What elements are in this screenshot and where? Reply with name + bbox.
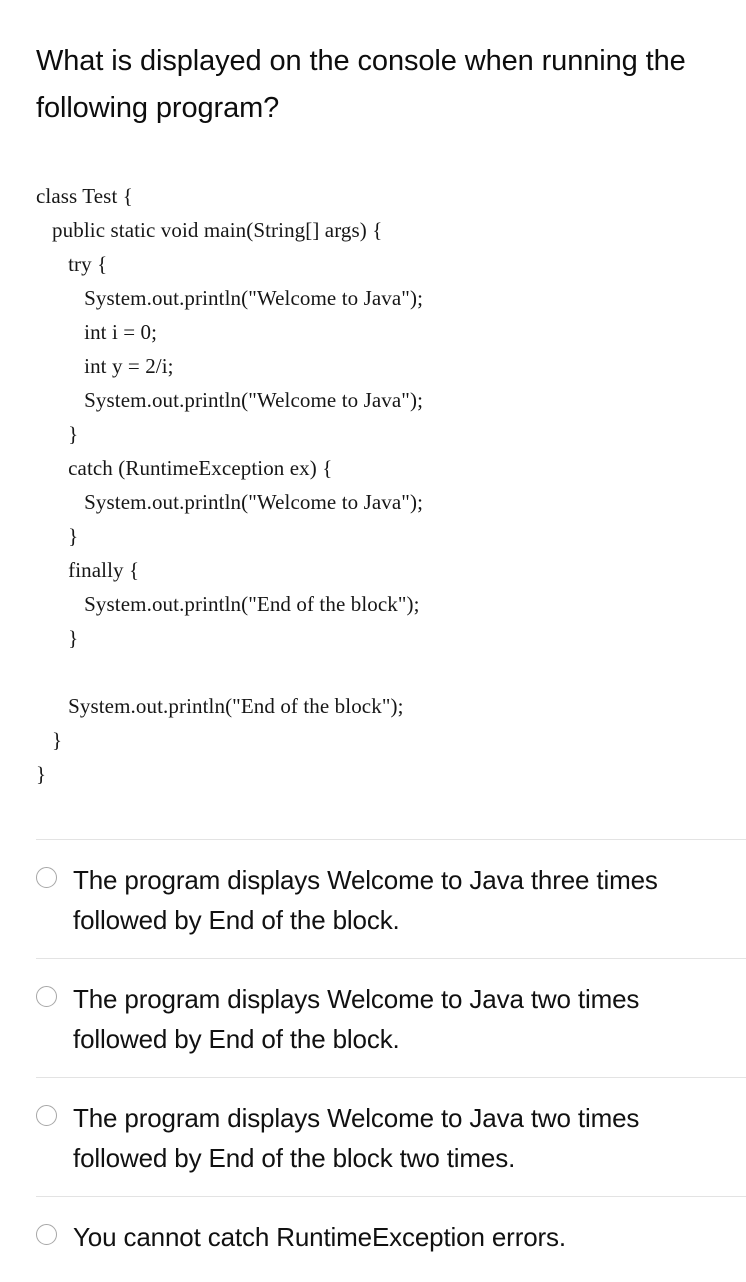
code-line: } [36, 422, 79, 446]
answer-option-b[interactable]: The program displays Welcome to Java two… [0, 959, 746, 1077]
code-line: System.out.println("Welcome to Java"); [36, 388, 424, 412]
answer-option-a[interactable]: The program displays Welcome to Java thr… [0, 840, 746, 958]
code-listing: class Test { public static void main(Str… [36, 179, 726, 791]
option-separator [36, 958, 746, 959]
question-prompt: What is displayed on the console when ru… [36, 45, 686, 124]
code-line [36, 655, 726, 689]
option-separator [36, 1077, 746, 1078]
code-line: System.out.println("Welcome to Java"); [36, 490, 424, 514]
radio-button-icon[interactable] [36, 986, 57, 1007]
code-line: System.out.println("End of the block"); [36, 694, 404, 718]
radio-button-icon[interactable] [36, 867, 57, 888]
code-line: public static void main(String[] args) { [36, 218, 383, 242]
answer-option-label: The program displays Welcome to Java two… [73, 1103, 640, 1173]
answer-option-label: You cannot catch RuntimeException errors… [73, 1222, 566, 1252]
question-block: What is displayed on the console when ru… [36, 38, 714, 132]
answer-option-c[interactable]: The program displays Welcome to Java two… [0, 1078, 746, 1196]
code-line: try { [36, 252, 108, 276]
code-line: int i = 0; [36, 320, 158, 344]
answer-option-d[interactable]: You cannot catch RuntimeException errors… [0, 1197, 746, 1275]
code-line: class Test { [36, 184, 133, 208]
answer-option-label: The program displays Welcome to Java two… [73, 984, 640, 1054]
answer-option-label: The program displays Welcome to Java thr… [73, 865, 658, 935]
answer-options-list: The program displays Welcome to Java thr… [0, 839, 746, 1275]
code-line: finally { [36, 558, 140, 582]
code-line: } [36, 626, 79, 650]
option-separator [36, 1196, 746, 1197]
code-line: } [36, 762, 47, 786]
code-line: } [36, 728, 63, 752]
radio-button-icon[interactable] [36, 1105, 57, 1126]
code-line: System.out.println("Welcome to Java"); [36, 286, 424, 310]
code-line: catch (RuntimeException ex) { [36, 456, 333, 480]
option-separator [36, 839, 746, 840]
radio-button-icon[interactable] [36, 1224, 57, 1245]
code-line: System.out.println("End of the block"); [36, 592, 420, 616]
code-line: int y = 2/i; [36, 354, 174, 378]
code-line: } [36, 524, 79, 548]
